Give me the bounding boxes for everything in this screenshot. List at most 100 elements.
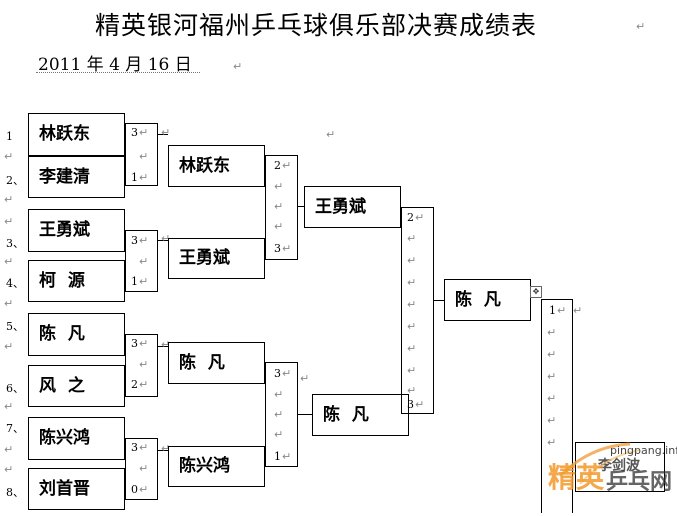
seed-number: 8、 (6, 486, 24, 499)
match-score: 2 (274, 159, 281, 172)
paragraph-mark-icon: ↵ (139, 483, 149, 496)
match-score: 3 (131, 441, 138, 454)
match-score: 3 (131, 337, 138, 350)
match-score: 2 (407, 211, 414, 224)
paragraph-mark-icon: ↵ (274, 388, 284, 401)
player-name: 王勇斌 (39, 220, 90, 240)
player-name: 李建清 (39, 166, 90, 187)
paragraph-mark-icon: ↵ (547, 436, 557, 449)
paragraph-mark-icon: ↵ (4, 340, 14, 353)
paragraph-mark-icon: ↵ (282, 450, 292, 463)
watermark-brand: 精英 (548, 461, 605, 494)
match-score: 1 (131, 171, 138, 184)
watermark-brand: 网 (650, 470, 673, 495)
seed-number: 1 (6, 130, 13, 143)
paragraph-mark-icon: ↵ (282, 367, 292, 380)
paragraph-mark-icon: ↵ (407, 276, 417, 289)
paragraph-mark-icon: ↵ (4, 297, 14, 310)
player-box-r1: 风 之 (28, 365, 125, 407)
bracket-connector (434, 300, 444, 301)
match-score: 3 (131, 126, 138, 139)
paragraph-mark-icon: ↵ (233, 60, 243, 73)
paragraph-mark-icon: ↵ (161, 442, 171, 455)
player-name: 陈 凡 (39, 324, 85, 344)
paragraph-mark-icon: ↵ (4, 463, 14, 476)
watermark-url: pingpang.info (610, 444, 677, 457)
paragraph-mark-icon: ↵ (547, 392, 557, 405)
player-box-r1: 柯 源 (28, 260, 125, 302)
player-name: 陈 凡 (455, 289, 501, 310)
match-score: 3 (274, 367, 281, 380)
player-name: 陈 凡 (179, 352, 225, 373)
date-underline (36, 72, 200, 73)
match-score: 3 (274, 242, 281, 255)
paragraph-mark-icon: ↵ (161, 232, 171, 245)
watermark-logo: pingpang.info 精英 乒乓 网 (540, 436, 677, 512)
seed-number: 6、 (6, 382, 24, 395)
paragraph-mark-icon: ↵ (636, 20, 646, 33)
match-score: 1 (131, 275, 138, 288)
player-box-r3: 陈 凡 (312, 394, 409, 436)
seed-number: 4、 (6, 277, 24, 290)
player-box-r1: 王勇斌 (28, 209, 125, 252)
watermark-swoosh-icon (558, 442, 641, 485)
paragraph-mark-icon: ↵ (139, 358, 149, 371)
bracket-connector (158, 346, 168, 347)
match-score: 3 (407, 398, 414, 411)
player-box-r2: 王勇斌 (168, 238, 265, 279)
score-box-r2 (265, 362, 298, 467)
bracket-connector (158, 240, 168, 241)
paragraph-mark-icon: ↵ (139, 441, 149, 454)
player-name: 陈兴鸿 (179, 456, 230, 476)
paragraph-mark-icon: ↵ (407, 254, 417, 267)
player-box-r2: 陈 凡 (168, 342, 265, 384)
table-move-handle-icon[interactable]: ✥ (530, 286, 542, 298)
paragraph-mark-icon: ↵ (4, 215, 14, 228)
paragraph-mark-icon: ↵ (139, 275, 149, 288)
score-box-final (541, 299, 573, 513)
paragraph-mark-icon: ↵ (407, 342, 417, 355)
paragraph-mark-icon: ↵ (139, 126, 149, 139)
paragraph-mark-icon: ↵ (547, 348, 557, 361)
score-box-r3 (401, 207, 434, 414)
paragraph-mark-icon: ↵ (407, 320, 417, 333)
match-date: 2011 年 4 月 16 日 (38, 55, 192, 75)
paragraph-mark-icon: ↵ (4, 255, 14, 268)
player-name: 陈兴鸿 (39, 428, 90, 448)
score-box-r1 (125, 230, 158, 292)
player-box-r2: 林跃东 (168, 145, 265, 187)
paragraph-mark-icon: ↵ (326, 128, 336, 141)
paragraph-mark-icon: ↵ (139, 337, 149, 350)
match-score: 1 (274, 450, 281, 463)
paragraph-mark-icon: ↵ (139, 255, 149, 268)
match-score: 3 (131, 234, 138, 247)
paragraph-mark-icon: ↵ (161, 126, 171, 139)
paragraph-mark-icon: ↵ (139, 150, 149, 163)
paragraph-mark-icon: ↵ (300, 372, 310, 385)
paragraph-mark-icon: ↵ (547, 326, 557, 339)
match-score: 0 (131, 483, 138, 496)
player-name: 林跃东 (179, 155, 230, 176)
paragraph-mark-icon: ↵ (282, 159, 292, 172)
paragraph-mark-icon: ↵ (547, 370, 557, 383)
player-name: 王勇斌 (315, 196, 366, 217)
paragraph-mark-icon: ↵ (407, 298, 417, 311)
paragraph-mark-icon: ↵ (407, 384, 417, 397)
paragraph-mark-icon: ↵ (282, 242, 292, 255)
paragraph-mark-icon: ↵ (4, 150, 14, 163)
paragraph-mark-icon: ↵ (4, 443, 14, 456)
player-name: 林跃东 (39, 124, 90, 144)
paragraph-mark-icon: ↵ (274, 180, 284, 193)
bracket-connector (158, 450, 168, 451)
bracket-connector (298, 414, 312, 415)
player-box-r1: 刘首晋 (28, 468, 125, 510)
paragraph-mark-icon: ↵ (415, 398, 425, 411)
score-box-r2 (265, 155, 298, 260)
paragraph-mark-icon: ↵ (274, 220, 284, 233)
paragraph-mark-icon: ↵ (407, 232, 417, 245)
paragraph-mark-icon: ↵ (4, 193, 14, 206)
seed-number: 7、 (6, 422, 24, 435)
player-name: 王勇斌 (179, 248, 230, 268)
player-name: 陈 凡 (323, 404, 369, 425)
paragraph-mark-icon: ↵ (139, 462, 149, 475)
